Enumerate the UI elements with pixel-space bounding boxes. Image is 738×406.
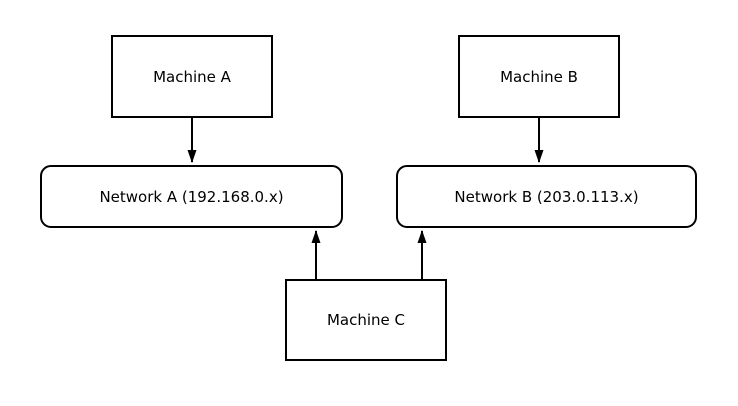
node-network-a-label: Network A (192.168.0.x) [99,187,284,206]
node-machine-c-label: Machine C [326,311,406,329]
node-network-b: Network B (203.0.113.x) [396,165,697,228]
node-machine-a: Machine A [111,35,273,118]
node-network-a: Network A (192.168.0.x) [40,165,343,228]
node-machine-a-label: Machine A [153,67,231,86]
node-machine-b: Machine B [458,35,620,118]
node-machine-b-label: Machine B [500,67,578,86]
node-machine-c: Machine C [285,279,447,361]
node-network-b-label: Network B (203.0.113.x) [454,187,639,206]
